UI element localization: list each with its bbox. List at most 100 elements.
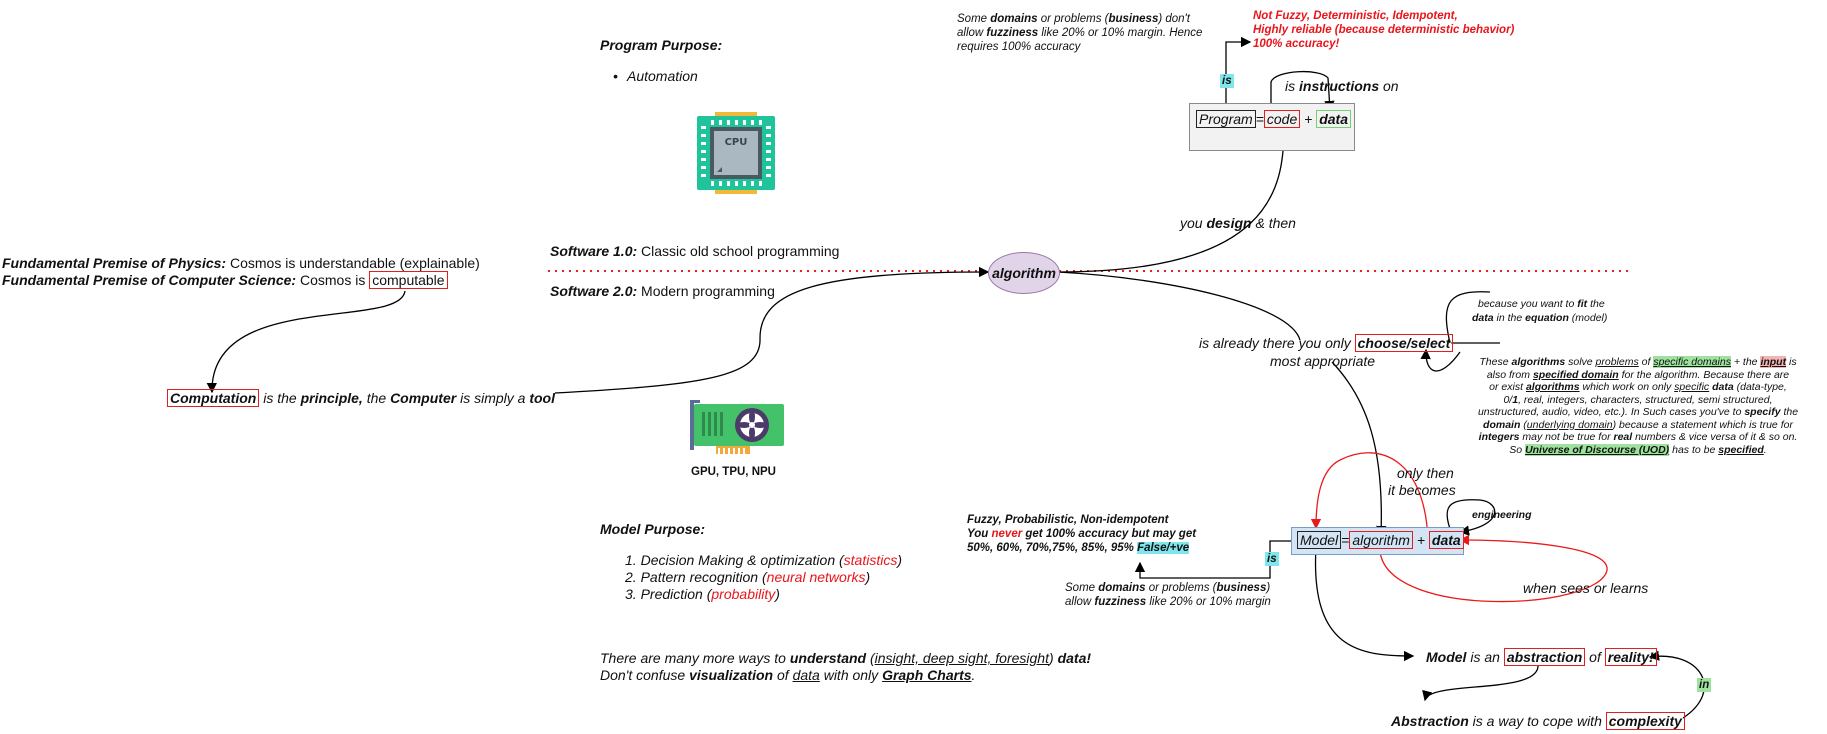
model-word: Model bbox=[1426, 649, 1467, 665]
txt: Some bbox=[1065, 582, 1099, 594]
txt: of bbox=[1638, 356, 1654, 368]
algorithm-term: algorithm bbox=[1349, 531, 1413, 549]
plus-sign: + bbox=[1304, 111, 1313, 127]
computer-word: Computer bbox=[390, 390, 457, 406]
only-then-line-1: only then bbox=[1397, 465, 1454, 481]
engineering-label: engineering bbox=[1472, 509, 1532, 521]
data-word: data! bbox=[1057, 650, 1092, 666]
fuzziness-word: fuzziness bbox=[1094, 596, 1147, 608]
txt: (model) bbox=[1568, 312, 1608, 324]
txt: in the bbox=[1493, 312, 1526, 324]
bottom-note-line-2: allow fuzziness like 20% or 10% margin bbox=[1065, 595, 1271, 609]
item-number: 1. bbox=[625, 552, 637, 568]
already-there-line-2: most appropriate bbox=[1270, 353, 1376, 369]
item-number: 3. bbox=[625, 586, 637, 602]
program-is-badge: is bbox=[1220, 74, 1234, 88]
not-fuzzy-line-3: 100% accuracy! bbox=[1253, 38, 1340, 50]
item-close: ) bbox=[897, 552, 903, 568]
program-purpose-title: Program Purpose: bbox=[600, 37, 723, 53]
equals-sign: = bbox=[1341, 532, 1350, 548]
problems-word: problems bbox=[1595, 356, 1639, 368]
model-abstraction-statement: Model is an abstraction of reality! bbox=[1426, 648, 1657, 666]
engineering-loop-arrow bbox=[1446, 499, 1496, 536]
program-equation: Program=code + data bbox=[1196, 110, 1351, 128]
physics-premise-text: Cosmos is understandable (explainable) bbox=[226, 255, 480, 271]
txt: or exist bbox=[1489, 381, 1526, 393]
txt: like 20% or 10% margin bbox=[1146, 596, 1271, 608]
software-2-text: Modern programming bbox=[637, 283, 775, 299]
abstraction-term: abstraction bbox=[1503, 648, 1586, 666]
item-highlight: statistics bbox=[843, 552, 898, 568]
item-number: 2. bbox=[625, 569, 637, 585]
graph-charts-word: Graph Charts bbox=[882, 667, 972, 683]
bottom-note-line-1: Some domains or problems (business) bbox=[1065, 581, 1270, 595]
software-1-label: Software 1.0: Classic old school program… bbox=[550, 243, 839, 260]
txt: 0/ bbox=[1503, 393, 1513, 406]
domain-word: domain bbox=[1483, 418, 1521, 431]
txt: unstructured, audio, video, etc.). In Su… bbox=[1477, 406, 1745, 418]
instructions-word: instructions bbox=[1299, 78, 1380, 94]
txt: may not be true for bbox=[1519, 431, 1614, 443]
software-2-label: Software 2.0: Modern programming bbox=[550, 283, 775, 300]
txt: get 100% accuracy but may get bbox=[1022, 528, 1197, 540]
understand-word: understand bbox=[789, 650, 867, 666]
txt: like 20% or 10% margin. Hence bbox=[1038, 27, 1203, 39]
txt: ( bbox=[866, 650, 875, 666]
txt: of bbox=[773, 667, 793, 683]
you-design-label: you design & then bbox=[1180, 215, 1296, 232]
algorithm-label: algorithm bbox=[992, 265, 1056, 281]
program-equation-box bbox=[1189, 103, 1355, 151]
txt: the bbox=[1780, 406, 1799, 418]
txt: or problems ( bbox=[1037, 13, 1109, 25]
txt: solve bbox=[1565, 356, 1596, 368]
domains-word: domains bbox=[1098, 582, 1146, 594]
never-word: never bbox=[991, 528, 1023, 540]
para-line-7: integers may not be true for real number… bbox=[1448, 431, 1827, 444]
txt: 50%, 60%, 70%,75%, 85%, 95% bbox=[967, 542, 1138, 554]
top-note-line-3: requires 100% accuracy bbox=[957, 41, 1081, 53]
choose-select-term: choose/select bbox=[1354, 334, 1454, 352]
program-purpose-item: •Automation bbox=[613, 68, 698, 85]
item-highlight: probability bbox=[711, 586, 776, 602]
domains-word: domains bbox=[990, 13, 1038, 25]
txt: So bbox=[1509, 443, 1526, 456]
txt: ) bbox=[1049, 650, 1058, 666]
txt: is bbox=[1786, 356, 1797, 368]
txt: . bbox=[1763, 443, 1767, 456]
integers-word: integers bbox=[1478, 431, 1520, 443]
equals-sign: = bbox=[1255, 111, 1264, 127]
abstraction-down-arrow bbox=[1422, 664, 1539, 702]
principle-word: principle, bbox=[300, 390, 363, 406]
item-highlight: neural networks bbox=[766, 569, 866, 585]
model-purpose-item-1: 1. Decision Making & optimization (stati… bbox=[625, 552, 902, 569]
only-then-arrow bbox=[1310, 452, 1429, 541]
txt: (data-type, bbox=[1733, 381, 1787, 393]
cs-premise-text: Cosmos is bbox=[296, 272, 370, 288]
data-word: data bbox=[1712, 381, 1734, 393]
item-text: Prediction ( bbox=[640, 586, 712, 602]
txt: + the bbox=[1730, 356, 1761, 368]
txt: the bbox=[1587, 298, 1605, 310]
txt: . bbox=[971, 667, 976, 683]
para-line-2: also from specified domain for the algor… bbox=[1448, 369, 1827, 382]
algorithms-paragraph: These algorithms solve problems of speci… bbox=[1448, 356, 1827, 456]
not-fuzzy-line-2: Highly reliable (because deterministic b… bbox=[1253, 24, 1515, 36]
physics-premise-label: Fundamental Premise of Physics: bbox=[2, 255, 227, 271]
when-sees-label: when sees or learns bbox=[1523, 580, 1649, 596]
txt: is a way to cope with bbox=[1468, 713, 1606, 729]
txt: These bbox=[1479, 356, 1512, 368]
item-close: ) bbox=[865, 569, 871, 585]
equation-word: equation bbox=[1525, 312, 1569, 324]
design-word: design bbox=[1206, 215, 1252, 231]
model-purpose-item-2: 2. Pattern recognition (neural networks) bbox=[625, 569, 870, 586]
item-close: ) bbox=[775, 586, 780, 602]
not-fuzzy-line-1: Not Fuzzy, Deterministic, Idempotent, bbox=[1253, 10, 1458, 22]
uod-word: Universe of Discourse (UOD) bbox=[1525, 443, 1670, 456]
txt: with only bbox=[819, 667, 883, 683]
txt: & then bbox=[1251, 215, 1296, 231]
txt: There are many more ways to bbox=[600, 650, 790, 666]
model-equation: Model=algorithm + data bbox=[1297, 531, 1464, 549]
txt: ( bbox=[1520, 418, 1527, 431]
in-badge: in bbox=[1697, 678, 1712, 692]
para-line-5: unstructured, audio, video, etc.). In Su… bbox=[1448, 406, 1827, 419]
